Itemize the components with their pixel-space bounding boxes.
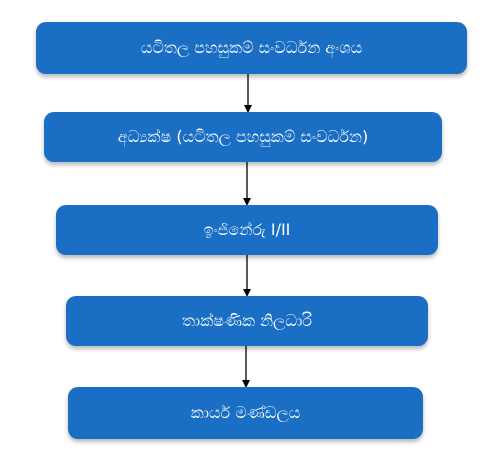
node-label: තාක්ෂණික නිලධාරි [181,311,313,331]
node-label: ඉංජිනේරු I/II [203,220,291,240]
node-infrastructure-division: යටිතල පහසුකම් සංවර්ධන අංශය [36,22,467,74]
node-engineer: ඉංජිනේරු I/II [56,205,438,255]
node-label: අධ්‍යක්ෂ (යටිතල පහසුකම් සංවර්ධන) [117,127,369,147]
node-staff: කාර්ය මණ්ඩලය [68,387,423,439]
node-director: අධ්‍යක්ෂ (යටිතල පහසුකම් සංවර්ධන) [44,112,442,162]
node-label: යටිතල පහසුකම් සංවර්ධන අංශය [140,38,363,58]
node-label: කාර්ය මණ්ඩලය [190,403,301,423]
node-technical-officer: තාක්ෂණික නිලධාරි [66,296,428,346]
